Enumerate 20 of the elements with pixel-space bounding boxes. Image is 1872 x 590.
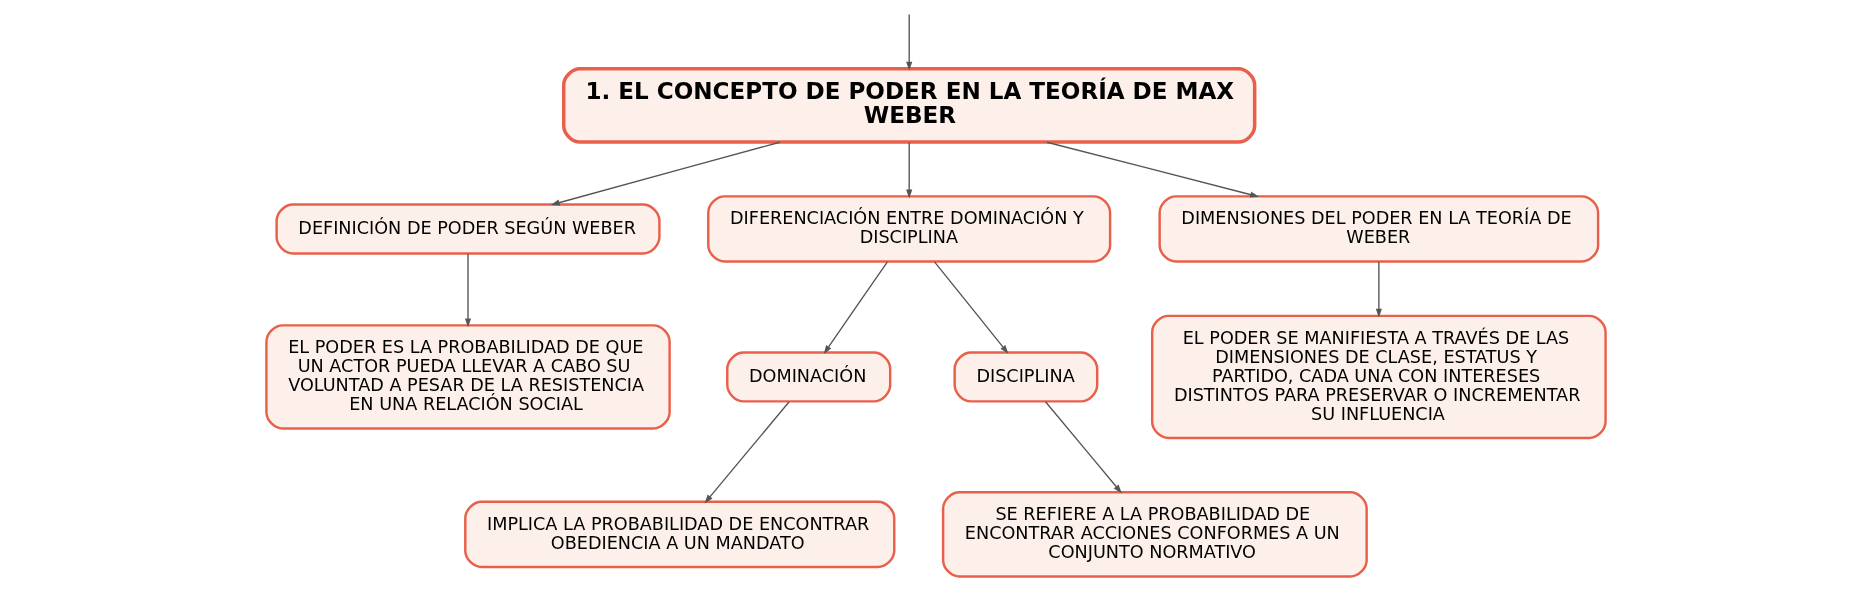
arrow	[1046, 141, 1260, 198]
arrow	[704, 401, 790, 504]
node-box: SE REFIERE A LA PROBABILIDAD DE ENCONTRAR ACCIONES CONFORMES A UN CONJUNTO NORMATIVO	[941, 491, 1368, 578]
node-box: DIFERENCIACIÓN ENTRE DOMINACIÓN Y DISCIPLINA	[707, 195, 1112, 263]
node-box: DIMENSIONES DEL PODER EN LA TEORÍA DE WEBER	[1158, 195, 1600, 263]
node-box: DISCIPLINA	[953, 351, 1099, 403]
arrow	[823, 261, 889, 354]
arrow	[550, 141, 781, 206]
arrow	[933, 261, 1009, 354]
node-box: 1. EL CONCEPTO DE PODER EN LA TEORÍA DE MAX WEBER	[561, 67, 1257, 144]
node-box: EL PODER SE MANIFIESTA A TRAVÉS DE LAS DIMENSIONES DE CLASE, ESTATUS Y PARTIDO, CADA UNA CON INTERESES DISTINTOS PARA PRESERVAR O INCREMENTAR SU INFLUENCIA	[1150, 314, 1607, 440]
node-box: EL PODER ES LA PROBABILIDAD DE QUE UN ACTOR PUEDA LLEVAR A CABO SU VOLUNTAD A PESAR DE LA RESISTENCIA EN UNA RELACIÓN SOCIAL	[265, 324, 671, 430]
node-box: DEFINICIÓN DE PODER SEGÚN WEBER	[275, 203, 661, 255]
node-box: DOMINACIÓN	[726, 351, 892, 403]
arrow	[1375, 261, 1382, 318]
arrow	[906, 141, 913, 199]
arrow	[464, 253, 472, 328]
arrow	[1044, 401, 1122, 494]
arrow	[906, 13, 913, 71]
node-box: IMPLICA LA PROBABILIDAD DE ENCONTRAR OBEDIENCIA A UN MANDATO	[464, 500, 896, 569]
